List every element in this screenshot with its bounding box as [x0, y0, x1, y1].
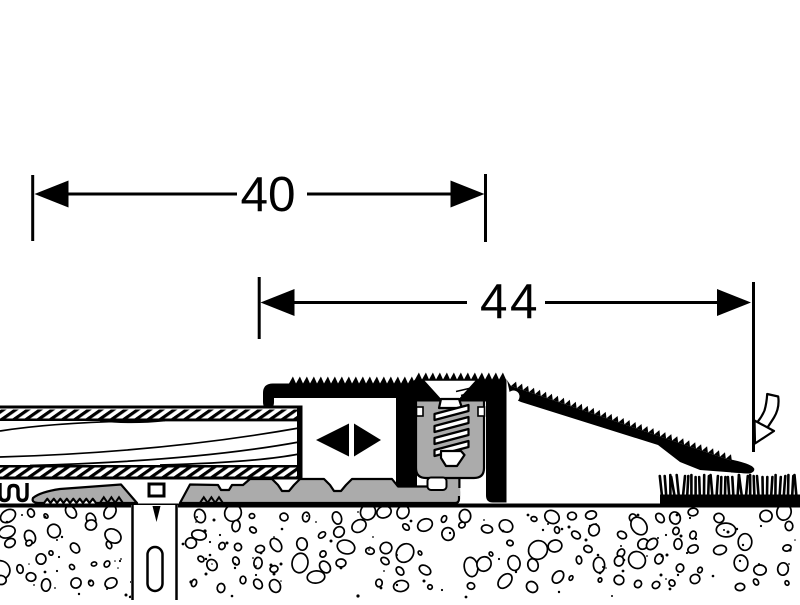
svg-text:44: 44 [480, 274, 540, 329]
svg-text:40: 40 [240, 167, 295, 222]
